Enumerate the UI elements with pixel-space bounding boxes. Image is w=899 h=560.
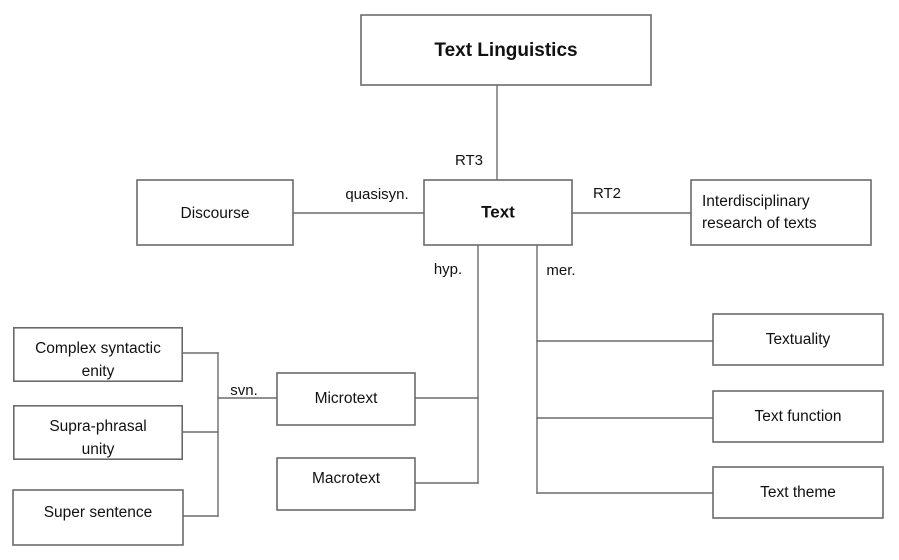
node-text-linguistics[interactable]: [360, 14, 652, 86]
node-text-linguistics-label: Text Linguistics: [434, 40, 577, 61]
node-text-theme[interactable]: [712, 466, 884, 519]
edge-label-mer: mer.: [546, 262, 575, 279]
node-complex-syntactic-entity-label-line2: enity: [82, 363, 115, 380]
node-discourse[interactable]: [136, 179, 294, 246]
node-complex-syntactic-entity[interactable]: [13, 327, 183, 382]
edge-label-syn: svn.: [230, 382, 258, 399]
node-textuality[interactable]: [712, 313, 884, 366]
node-supra-phrasal-unity-label-line1: Supra-phrasal: [49, 418, 146, 435]
node-supra-phrasal-unity[interactable]: [13, 405, 183, 460]
node-discourse-label: Discourse: [181, 205, 250, 222]
node-super-sentence-label: Super sentence: [44, 504, 153, 521]
edge-label-quasisyn: quasisyn.: [345, 186, 408, 203]
node-macrotext-label: Macrotext: [312, 470, 381, 487]
node-text-function-label: Text function: [754, 408, 841, 425]
node-interdisciplinary-research-label-line2: research of texts: [702, 215, 817, 232]
node-text[interactable]: [423, 179, 573, 246]
node-complex-syntactic-entity-clip: Complex syntactic enity: [13, 327, 183, 382]
node-interdisciplinary-research[interactable]: [690, 179, 872, 246]
node-supra-phrasal-unity-label-line2: unity: [82, 441, 115, 458]
node-microtext-label: Microtext: [315, 390, 379, 407]
edge-label-hyp: hyp.: [434, 261, 462, 278]
node-text-label: Text: [481, 202, 515, 221]
edge-label-rt2: RT2: [593, 185, 621, 202]
node-microtext[interactable]: [276, 372, 416, 426]
node-text-function[interactable]: [712, 390, 884, 443]
node-complex-syntactic-entity-label-line1: Complex syntactic: [35, 340, 161, 357]
node-super-sentence[interactable]: [12, 489, 184, 546]
node-text-theme-label: Text theme: [760, 484, 836, 501]
node-interdisciplinary-research-label-line1: Interdisciplinary: [702, 193, 810, 210]
node-macrotext[interactable]: [276, 457, 416, 511]
node-supra-phrasal-unity-clip: Supra-phrasal unity: [13, 405, 183, 460]
edge-label-rt3: RT3: [455, 152, 483, 169]
node-textuality-label: Textuality: [766, 331, 831, 348]
